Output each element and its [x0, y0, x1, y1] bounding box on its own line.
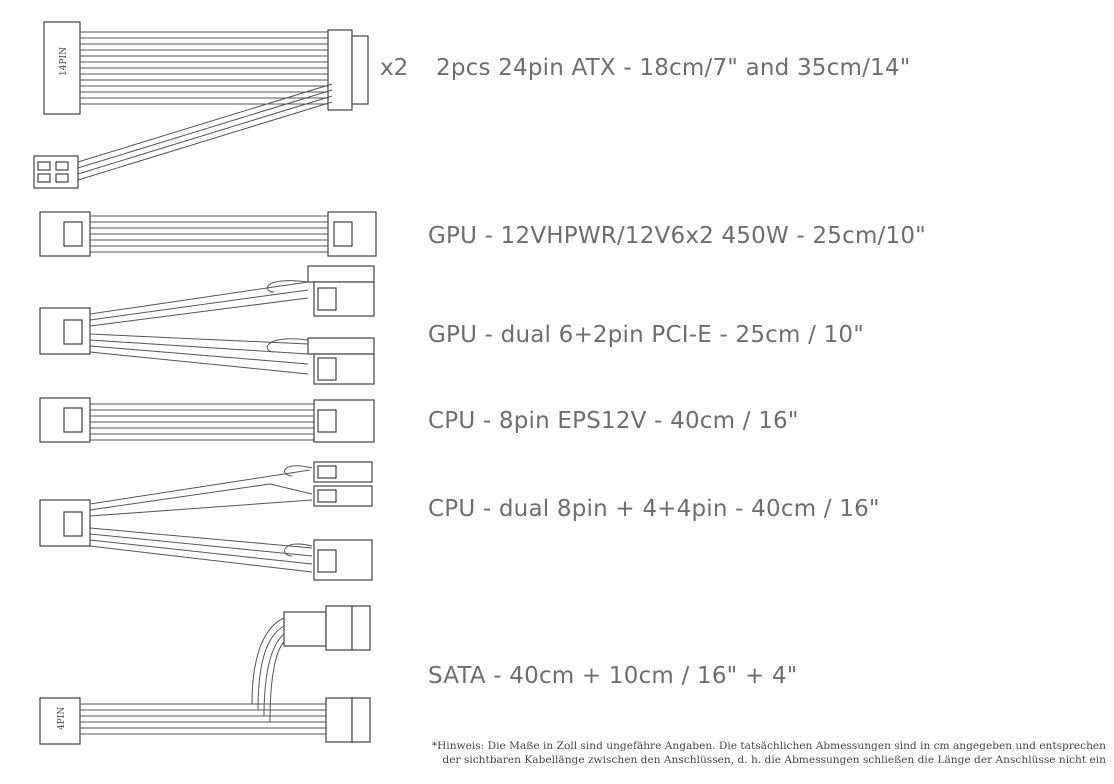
sata-4pin-label: 4PIN — [57, 707, 67, 730]
atx-cable-label: 2pcs 24pin ATX - 18cm/7" and 35cm/14" — [436, 55, 911, 81]
gpu-pcie-cable-label: GPU - dual 6+2pin PCI-E - 25cm / 10" — [428, 322, 865, 348]
gpu-12vhpwr-cable-drawing — [39, 211, 377, 257]
sata-upper-connector — [325, 605, 353, 651]
atx-multiplier: x2 — [380, 55, 409, 81]
atx-main-wires — [80, 31, 332, 105]
sata-cable-label: SATA - 40cm + 10cm / 16" + 4" — [428, 663, 798, 689]
gpu-pcie-cable-drawing — [39, 265, 375, 385]
atx-14pin-connector — [43, 21, 81, 115]
dimension-note: *Hinweis: Die Maße in Zoll sind ungefähr… — [366, 739, 1106, 767]
cpu-dual-cable-label: CPU - dual 8pin + 4+4pin - 40cm / 16" — [428, 496, 880, 522]
atx-24pin-connector — [327, 29, 353, 111]
sata-upper-connector-body — [283, 611, 327, 647]
dimension-note-line-1: *Hinweis: Die Maße in Zoll sind ungefähr… — [431, 740, 1106, 752]
sata-4pin-connector — [39, 697, 81, 745]
gpu-12vhpwr-cable-label: GPU - 12VHPWR/12V6x2 450W - 25cm/10" — [428, 223, 926, 249]
atx-4pin-connector — [33, 155, 79, 189]
sata-cable-drawing: 4PIN — [39, 605, 371, 745]
cpu-eps-cable-drawing — [39, 397, 375, 443]
cpu-eps-cable-label: CPU - 8pin EPS12V - 40cm / 16" — [428, 408, 799, 434]
gpu-pcie-bottom-2pin — [307, 337, 375, 355]
atx-14pin-label: 14PIN — [59, 47, 69, 76]
sata-lower-connector — [325, 697, 353, 743]
gpu-pcie-top-2pin — [307, 265, 375, 283]
atx-cable-drawing: 14PIN — [33, 21, 369, 189]
atx-24pin-connector-tip — [351, 35, 369, 105]
cpu-dual-cable-drawing — [39, 461, 373, 581]
dimension-note-line-2: der sichtbaren Kabellänge zwischen den A… — [442, 754, 1106, 766]
atx-branch-wires — [77, 83, 333, 181]
